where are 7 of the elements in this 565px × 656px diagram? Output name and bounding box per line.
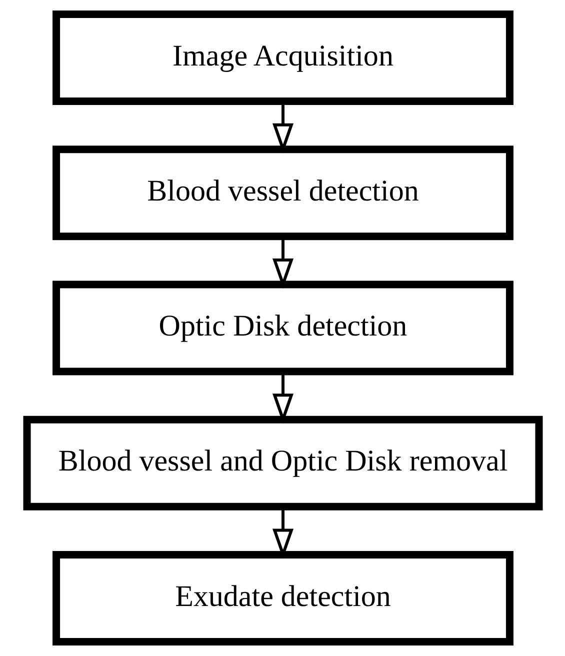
node-box: Optic Disk detection xyxy=(52,280,513,376)
node-box: Blood vessel detection xyxy=(52,146,513,240)
node-box: Blood vessel and Optic Disk removal xyxy=(22,416,542,510)
node-box: Image Acquisition xyxy=(52,10,513,106)
node-box: Exudate detection xyxy=(52,550,513,646)
arrow xyxy=(272,372,294,424)
arrow xyxy=(272,507,294,559)
